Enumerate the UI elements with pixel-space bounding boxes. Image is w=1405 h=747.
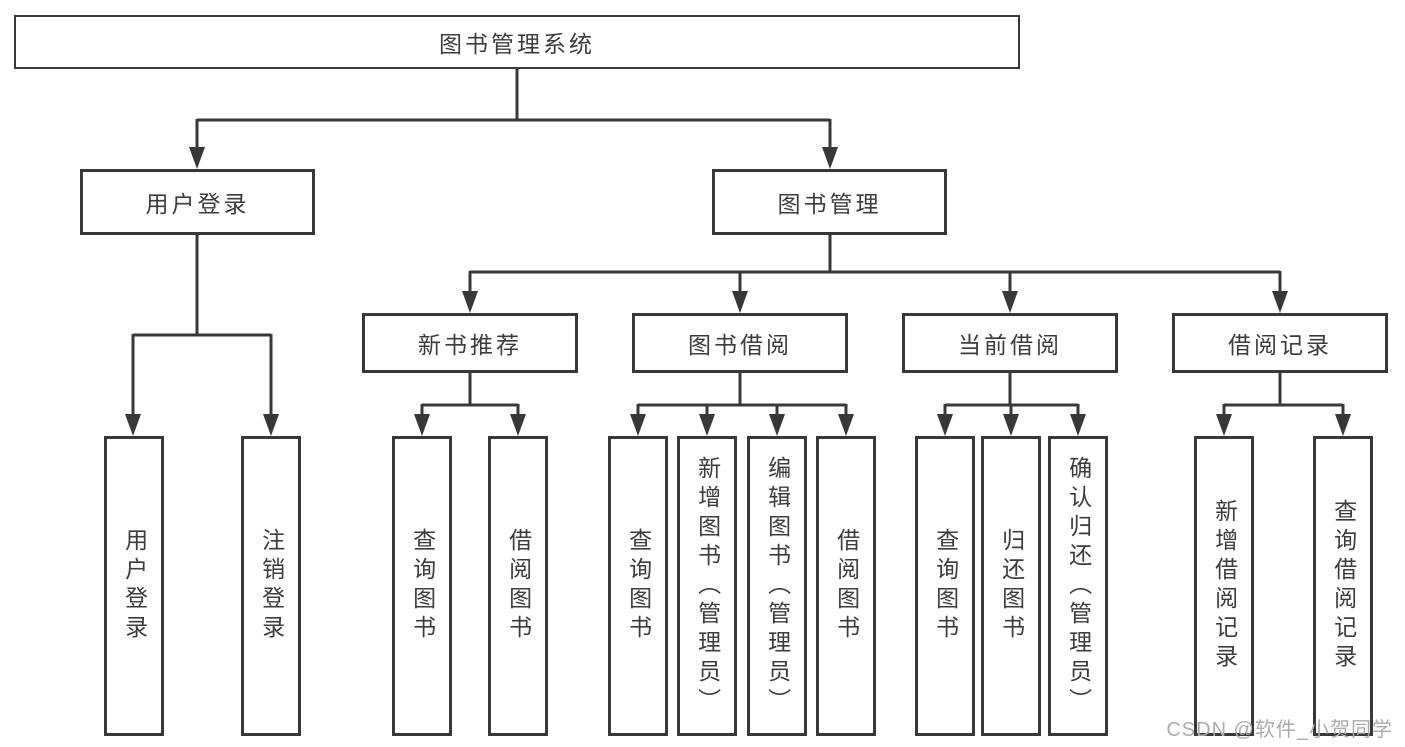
arrowhead-down-icon (838, 414, 854, 436)
arrowhead-down-icon (462, 291, 478, 313)
leaf-add-books-admin: 新增图书（管理员） (677, 436, 737, 736)
leaf-query-books-1: 查询图书 (392, 436, 452, 736)
leaf-logout: 注销登录 (241, 436, 301, 736)
leaf-query-borrow-record: 查询借阅记录 (1313, 436, 1373, 736)
node-library-system: 图书管理系统 (14, 15, 1020, 69)
leaf-edit-books-admin-label: 编辑图书（管理员） (764, 455, 791, 717)
arrowhead-down-icon (189, 147, 205, 169)
node-user-login: 用户登录 (80, 169, 315, 235)
leaf-query-books-2-label: 查询图书 (625, 528, 652, 644)
leaf-logout-label: 注销登录 (258, 528, 285, 644)
leaf-query-books-3: 查询图书 (915, 436, 975, 736)
leaf-query-books-1-label: 查询图书 (409, 528, 436, 644)
arrowhead-down-icon (1216, 414, 1232, 436)
node-new-book-recommend: 新书推荐 (362, 313, 578, 373)
csdn-watermark: CSDN @软件_小贺同学 (1166, 719, 1393, 741)
leaf-borrow-books-2: 借阅图书 (816, 436, 876, 736)
arrowhead-down-icon (1003, 414, 1019, 436)
leaf-borrow-books-1-label: 借阅图书 (505, 528, 532, 644)
leaf-return-books: 归还图书 (981, 436, 1041, 736)
arrowhead-down-icon (937, 414, 953, 436)
arrowhead-down-icon (1070, 414, 1086, 436)
arrowhead-down-icon (630, 414, 646, 436)
arrowhead-down-icon (732, 291, 748, 313)
arrowhead-down-icon (822, 147, 838, 169)
node-book-management: 图书管理 (712, 169, 947, 235)
leaf-edit-books-admin: 编辑图书（管理员） (747, 436, 807, 736)
leaf-query-books-2: 查询图书 (608, 436, 668, 736)
leaf-confirm-return-admin-label: 确认归还（管理员） (1065, 455, 1092, 717)
leaf-user-login: 用户登录 (104, 436, 164, 736)
leaf-add-borrow-record: 新增借阅记录 (1194, 436, 1254, 736)
arrowhead-down-icon (1335, 414, 1351, 436)
node-book-borrowing: 图书借阅 (632, 313, 848, 373)
arrowhead-down-icon (414, 414, 430, 436)
arrowhead-down-icon (699, 414, 715, 436)
node-current-borrowing: 当前借阅 (902, 313, 1118, 373)
leaf-borrow-books-2-label: 借阅图书 (833, 528, 860, 644)
leaf-borrow-books-1: 借阅图书 (488, 436, 548, 736)
arrowhead-down-icon (769, 414, 785, 436)
arrowhead-down-icon (263, 414, 279, 436)
leaf-user-login-label: 用户登录 (121, 528, 148, 644)
arrowhead-down-icon (125, 414, 141, 436)
leaf-return-books-label: 归还图书 (998, 528, 1025, 644)
leaf-confirm-return-admin: 确认归还（管理员） (1048, 436, 1108, 736)
leaf-add-books-admin-label: 新增图书（管理员） (694, 455, 721, 717)
arrowhead-down-icon (1272, 291, 1288, 313)
arrowhead-down-icon (510, 414, 526, 436)
leaf-query-borrow-record-label: 查询借阅记录 (1330, 499, 1357, 673)
leaf-add-borrow-record-label: 新增借阅记录 (1211, 499, 1238, 673)
node-borrow-records: 借阅记录 (1172, 313, 1388, 373)
arrowhead-down-icon (1002, 291, 1018, 313)
leaf-query-books-3-label: 查询图书 (932, 528, 959, 644)
